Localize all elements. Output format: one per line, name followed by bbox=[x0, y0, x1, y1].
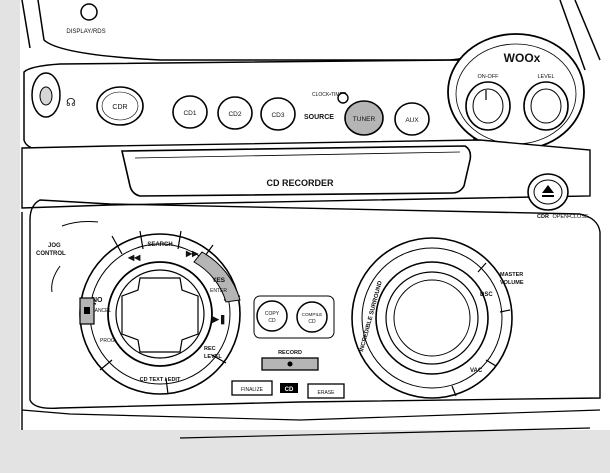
vac-label[interactable]: VAC bbox=[470, 368, 483, 374]
jog-label: JOG bbox=[48, 243, 61, 249]
clock-timer-button[interactable] bbox=[337, 92, 349, 104]
record-label: RECORD bbox=[278, 350, 302, 356]
eject-button[interactable] bbox=[527, 173, 569, 211]
svg-text:CDR: CDR bbox=[112, 104, 127, 111]
compile-cd-button[interactable]: COMPILE CD bbox=[296, 301, 328, 333]
prev-icon[interactable]: ◀◀ bbox=[127, 253, 141, 262]
svg-text:TUNER: TUNER bbox=[353, 116, 376, 123]
record-icon bbox=[287, 361, 293, 367]
source-label: SOURCE bbox=[304, 114, 334, 121]
svg-text:CD: CD bbox=[285, 387, 294, 393]
svg-text:CDR OPEN•CLOSE: CDR OPEN•CLOSE bbox=[537, 214, 589, 220]
svg-text:COMPILE: COMPILE bbox=[302, 312, 323, 317]
no-label: NO bbox=[92, 297, 103, 304]
stop-button[interactable] bbox=[79, 297, 95, 325]
svg-text:CD: CD bbox=[268, 318, 276, 324]
woox-panel: WOOx ON-OFF LEVEL bbox=[447, 33, 585, 151]
svg-text:CD2: CD2 bbox=[228, 111, 241, 118]
woox-on-off-knob[interactable] bbox=[465, 81, 511, 131]
enter-label: ENTER bbox=[210, 288, 227, 294]
cd-text-edit-label[interactable]: CD TEXT / EDIT bbox=[140, 377, 181, 383]
cd1-button[interactable]: CD1 bbox=[172, 95, 208, 129]
svg-text:CD3: CD3 bbox=[271, 112, 284, 119]
aux-button[interactable]: AUX bbox=[394, 102, 430, 136]
svg-text:FINALIZE: FINALIZE bbox=[241, 387, 264, 393]
svg-text:CD: CD bbox=[308, 319, 316, 325]
jog-control-label: CONTROL bbox=[36, 251, 66, 257]
cdr-open-close-label: OPEN•CLOSE bbox=[552, 214, 588, 220]
cd-badge: CD bbox=[280, 383, 298, 393]
headphone-icon: ☊ bbox=[66, 97, 76, 109]
woox-level-label: LEVEL bbox=[537, 74, 554, 80]
eject-icon bbox=[542, 185, 554, 193]
finalize-button[interactable]: FINALIZE bbox=[231, 380, 273, 396]
woox-on-off-label: ON-OFF bbox=[477, 74, 499, 80]
display-rds-label: DISPLAY/RDS bbox=[66, 29, 105, 35]
yes-label: YES bbox=[212, 277, 226, 284]
prog-label[interactable]: PROG bbox=[100, 338, 115, 344]
level-label: LEVEL bbox=[204, 354, 222, 360]
stop-icon bbox=[84, 307, 90, 314]
tuner-button[interactable]: TUNER bbox=[344, 100, 384, 136]
cd-recorder-label: CD RECORDER bbox=[266, 178, 334, 188]
master-line1: MASTER bbox=[500, 272, 523, 278]
woox-level-knob[interactable] bbox=[523, 81, 569, 131]
erase-button[interactable]: ERASE bbox=[307, 383, 345, 399]
left-side-panel bbox=[0, 0, 20, 473]
svg-text:AUX: AUX bbox=[405, 117, 419, 124]
cdr-open-close-prefix: CDR bbox=[537, 214, 549, 220]
record-button[interactable] bbox=[261, 357, 319, 371]
dsc-label[interactable]: DSC bbox=[480, 292, 493, 298]
next-icon[interactable]: ▶▶ bbox=[185, 249, 199, 258]
master-volume-knob[interactable] bbox=[351, 237, 513, 399]
jog-control[interactable] bbox=[79, 230, 241, 395]
svg-text:COPY: COPY bbox=[265, 311, 280, 317]
rec-label: REC bbox=[204, 346, 216, 352]
search-label[interactable]: SEARCH bbox=[147, 242, 172, 248]
play-pause-icon[interactable]: ▶❚ bbox=[211, 314, 226, 325]
copy-cd-button[interactable]: COPY CD bbox=[256, 300, 288, 332]
svg-text:ERASE: ERASE bbox=[318, 390, 336, 396]
cancel-label: CANCEL bbox=[91, 308, 112, 314]
cd2-button[interactable]: CD2 bbox=[217, 96, 253, 130]
clock-timer-label: CLOCK•TIMER bbox=[312, 92, 347, 98]
cd3-button[interactable]: CD3 bbox=[260, 97, 296, 131]
cd-recorder-slot bbox=[120, 145, 472, 197]
master-line2: VOLUME bbox=[500, 280, 524, 286]
svg-text:CD1: CD1 bbox=[183, 110, 196, 117]
jog-arrow-icon bbox=[61, 221, 99, 227]
cdr-button[interactable]: CDR bbox=[96, 86, 144, 126]
display-rds-button[interactable] bbox=[80, 3, 98, 21]
woox-brand: WOOx bbox=[504, 51, 541, 65]
